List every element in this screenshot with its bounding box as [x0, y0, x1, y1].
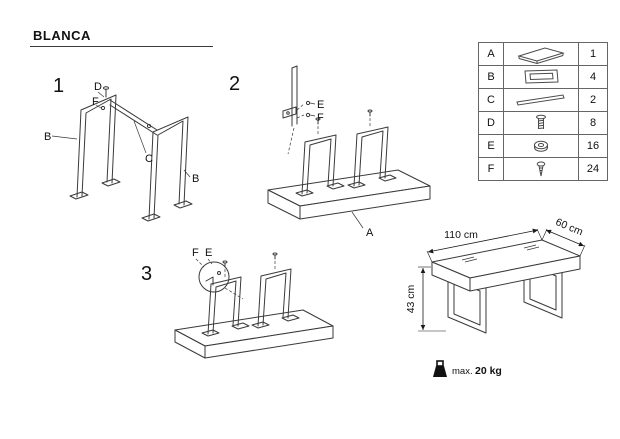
part-letter: A: [478, 42, 504, 66]
leg-frame-left: [69, 94, 121, 200]
screw-icon: [305, 112, 311, 118]
parts-table-row: C 2: [478, 88, 608, 112]
screw-icon: [315, 117, 321, 136]
label-part-f: F: [317, 112, 324, 124]
label-part-a: A: [366, 227, 374, 239]
magnifier-circle: [198, 261, 230, 293]
weight-limit: max. 20 kg: [433, 360, 502, 377]
screw-icon: [503, 157, 579, 181]
part-letter: F: [478, 157, 504, 181]
weight-icon: [433, 360, 447, 377]
dimension-height: 43 cm: [405, 266, 446, 332]
parts-table: A 1 B 4 C 2 D: [478, 42, 608, 181]
label-part-e: E: [317, 99, 324, 111]
dimension-length: 110 cm: [426, 228, 543, 263]
label-part-b-right: B: [192, 173, 199, 185]
screw-icon: [272, 252, 278, 270]
title-divider: [30, 46, 213, 47]
page-title: BLANCA: [33, 28, 91, 43]
leg-frame-left: [201, 276, 250, 337]
label-part-c: C: [145, 153, 153, 165]
screw-icon: [146, 123, 152, 129]
leg-frame-right: [141, 116, 193, 222]
tabletop-inverted: [174, 309, 334, 359]
step-3-number: 3: [141, 263, 152, 285]
label-part-f: F: [92, 96, 99, 108]
step-2-diagram: 2 E F: [229, 65, 431, 239]
crossbar-icon: [503, 88, 579, 112]
part-qty: 1: [578, 42, 608, 66]
label-part-f: F: [192, 247, 199, 259]
screw-icon: [222, 260, 228, 278]
washer-icon: [503, 134, 579, 158]
part-letter: D: [478, 111, 504, 135]
leg-frame-right: [251, 268, 300, 329]
step-2-number: 2: [229, 73, 240, 95]
leg-frame-left: [295, 134, 345, 197]
weight-value-label: 20 kg: [475, 365, 502, 377]
label-part-b-left: B: [44, 131, 51, 143]
tabletop-icon: [503, 42, 579, 66]
step-1-diagram: 1: [44, 75, 199, 222]
step-2-bracket-detail: E F: [282, 65, 324, 155]
tabletop: [431, 239, 581, 292]
washer-icon: [305, 100, 311, 106]
assembled-table-view: 110 cm 60 cm 43 cm: [405, 216, 586, 334]
label-part-e: E: [205, 247, 212, 259]
parts-table-row: A 1: [478, 42, 608, 66]
dimension-length-label: 110 cm: [444, 229, 478, 241]
bolt-icon: [103, 86, 109, 98]
step-3-diagram: 3 F E: [141, 247, 334, 359]
tabletop-inverted: [267, 169, 431, 220]
label-part-d: D: [94, 81, 102, 93]
parts-table-row: F 24: [478, 157, 608, 181]
crossbar: [109, 99, 158, 136]
bolt-icon: [503, 111, 579, 135]
leg-frame-right: [347, 126, 397, 189]
part-qty: 24: [578, 157, 608, 181]
dimension-height-label: 43 cm: [405, 284, 417, 313]
bracket-icon: [282, 106, 297, 119]
part-qty: 2: [578, 88, 608, 112]
part-letter: C: [478, 88, 504, 112]
screw-icon: [100, 105, 106, 111]
screw-icon: [367, 109, 373, 128]
step-1-number: 1: [53, 75, 64, 97]
weight-max-label: max.: [452, 366, 473, 377]
